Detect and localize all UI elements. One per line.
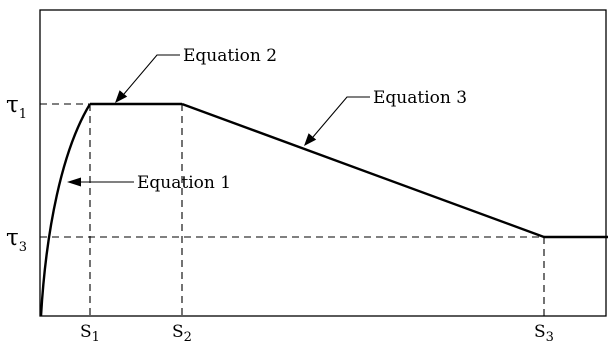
equation3-softening-line <box>181 102 545 239</box>
s1-label: S1 <box>80 322 100 345</box>
equation1-curve <box>39 103 92 317</box>
s2-label: S2 <box>172 322 192 345</box>
s3-label: S3 <box>534 322 554 345</box>
equation3-leader <box>312 96 370 138</box>
plot-frame <box>39 9 607 317</box>
equation2-label: Equation 2 <box>183 46 277 66</box>
equation2-leader <box>123 54 180 95</box>
equation3-arrow-icon <box>304 133 317 146</box>
tau3-label: τ3 <box>6 225 27 255</box>
equation3-label: Equation 3 <box>373 88 467 108</box>
equation1-arrow-icon <box>67 177 81 187</box>
tau1-label: τ1 <box>6 92 27 122</box>
equation2-arrow-icon <box>115 90 128 103</box>
equation1-label: Equation 1 <box>137 173 231 193</box>
